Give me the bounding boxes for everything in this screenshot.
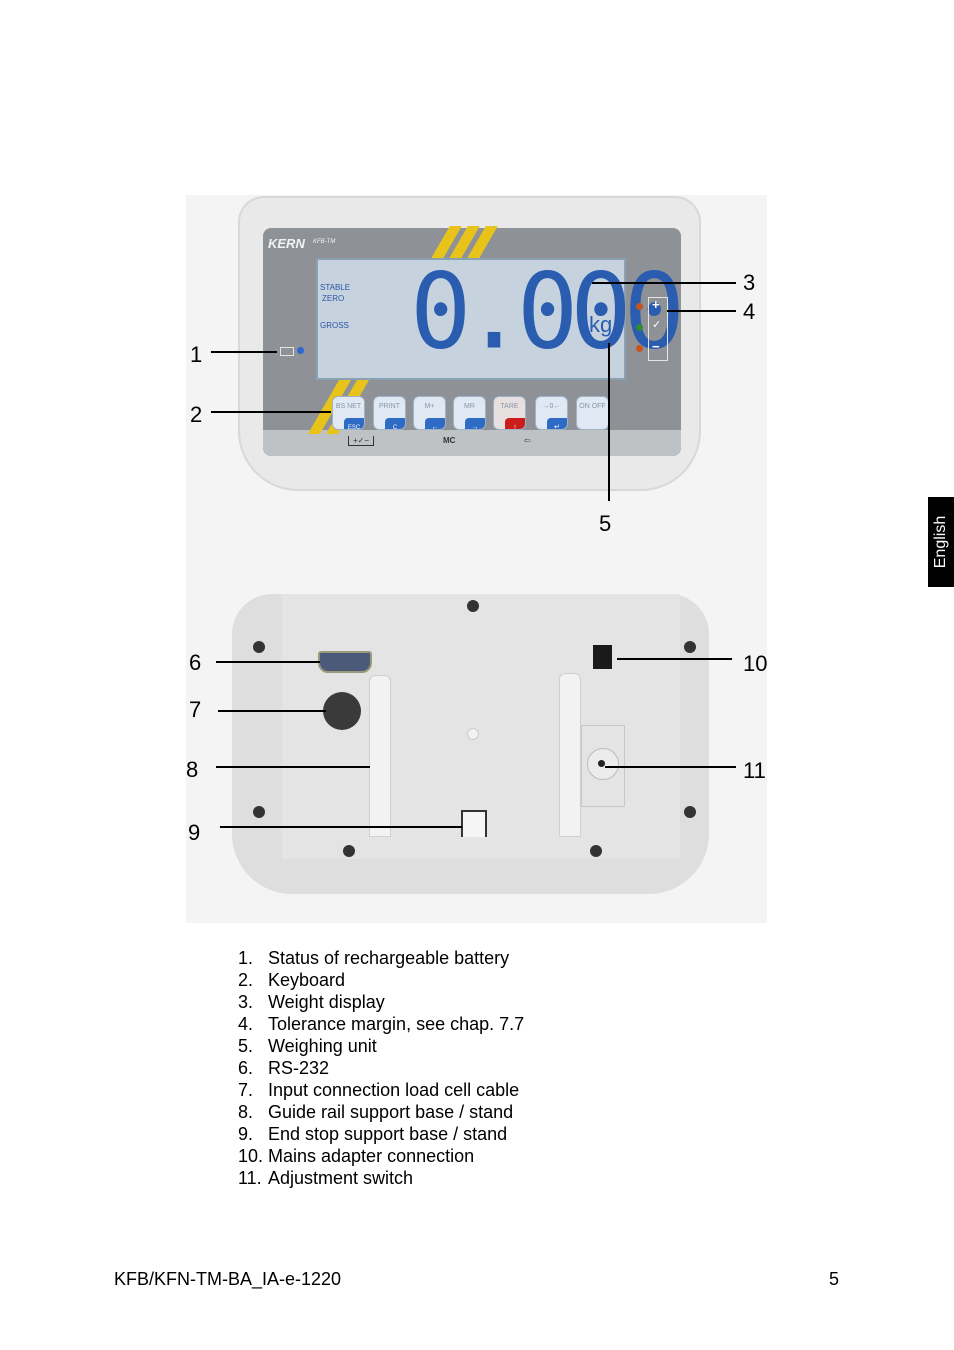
end-stop: [461, 810, 487, 837]
lcd-status-stable: STABLE: [320, 283, 351, 292]
battery-led: [297, 347, 304, 354]
language-tab: English: [928, 497, 954, 587]
callout-2: 2: [190, 402, 203, 427]
key-label: ON OFF: [579, 403, 606, 410]
callout-5: 5: [599, 511, 612, 536]
lcd-status-zero: ZERO: [322, 294, 345, 303]
leader-line-10: [617, 658, 732, 660]
key-label: M+: [424, 403, 435, 410]
center-hole: [467, 728, 479, 740]
tolerance-led-plus: [636, 303, 643, 310]
key-sub: ↑: [505, 418, 525, 431]
guide-rail-right: [559, 673, 581, 837]
legend-list: 1.Status of rechargeable battery 2.Keybo…: [238, 947, 524, 1189]
mains-adapter-socket: [593, 645, 612, 669]
leader-line-11: [605, 766, 736, 768]
mount-hole: [467, 600, 479, 612]
language-tab-label: English: [932, 515, 949, 569]
tolerance-indicator: [648, 297, 668, 361]
guide-rail-left: [369, 675, 391, 837]
rs232-connector: [318, 651, 372, 673]
key-mr: MR →: [453, 396, 486, 431]
leader-line-1: [211, 351, 277, 353]
leader-line-7: [218, 710, 326, 712]
leader-line-9: [220, 826, 462, 828]
leader-line-5: [608, 343, 610, 501]
leader-line-3: [592, 282, 736, 284]
callout-1: 1: [190, 342, 203, 367]
mount-hole: [343, 845, 355, 857]
tolerance-plus-symbol: +: [652, 297, 660, 312]
callout-7: 7: [189, 697, 202, 722]
list-item: 5.Weighing unit: [238, 1036, 377, 1056]
callout-3: 3: [743, 270, 756, 295]
tolerance-led-minus: [636, 345, 643, 352]
battery-icon: [280, 347, 294, 356]
tolerance-minus-symbol: −: [652, 339, 660, 354]
callout-11: 11: [743, 758, 766, 783]
mount-hole: [253, 806, 265, 818]
callout-9: 9: [188, 820, 201, 845]
key-sub: C: [385, 418, 405, 431]
mount-hole: [684, 641, 696, 653]
key-sub: ↵: [547, 418, 567, 431]
model-label: KFB-TM: [313, 239, 336, 245]
key-sub: ←: [425, 418, 445, 431]
weight-unit: kg: [589, 312, 613, 337]
key-label: TARE: [500, 403, 519, 410]
leader-line-6: [216, 661, 320, 663]
key-on-off: ON OFF: [576, 396, 609, 430]
footer-doc-id: KFB/KFN-TM-BA_IA-e-1220: [114, 1269, 342, 1289]
key-net-esc: BS NET ESC: [332, 396, 365, 431]
key-tare: TARE ↑: [493, 396, 526, 431]
mount-hole: [590, 845, 602, 857]
adjustment-switch-hole: [598, 760, 605, 767]
footer-page-number: 5: [829, 1269, 840, 1289]
key-print-c: PRINT C: [373, 396, 406, 431]
list-item: 6.RS-232: [238, 1058, 330, 1078]
list-item: 2.Keyboard: [238, 970, 346, 990]
tolerance-ok-symbol: ✓: [652, 319, 662, 331]
list-item: 3.Weight display: [238, 992, 385, 1012]
list-item: 9.End stop support base / stand: [238, 1124, 508, 1144]
lcd-status-gross: GROSS: [320, 321, 349, 330]
keyboard-strip: [263, 430, 681, 456]
key-label: PRINT: [379, 403, 400, 410]
key-zero: →0← ↵: [535, 396, 568, 431]
list-item: 10.Mains adapter connection: [238, 1146, 475, 1166]
list-item: 1.Status of rechargeable battery: [238, 948, 510, 968]
list-item: 11.Adjustment switch: [238, 1168, 414, 1188]
key-group-back: ⇦: [524, 436, 531, 445]
list-item: 4.Tolerance margin, see chap. 7.7: [238, 1014, 525, 1034]
callout-4: 4: [743, 299, 756, 324]
key-sub: →: [465, 418, 485, 431]
brand-logo: KERN: [268, 236, 305, 251]
callout-10: 10: [743, 651, 768, 676]
leader-line-8: [216, 766, 370, 768]
weight-display: [316, 258, 626, 380]
tolerance-led-ok: [636, 324, 643, 331]
key-group-mc: MC: [443, 436, 456, 445]
callout-6: 6: [189, 650, 202, 675]
leader-line-4: [667, 310, 736, 312]
key-sub: ESC: [344, 418, 364, 431]
key-label: BS NET: [335, 403, 362, 410]
leader-line-2: [211, 411, 331, 413]
mount-hole: [253, 641, 265, 653]
load-cell-input: [323, 692, 361, 730]
list-item: 8.Guide rail support base / stand: [238, 1102, 514, 1122]
key-label: MR: [464, 403, 475, 410]
mount-hole: [684, 806, 696, 818]
key-label: →0←: [542, 403, 561, 410]
callout-8: 8: [186, 757, 199, 782]
key-group-tolerance: +✓−: [348, 436, 375, 446]
key-mplus: M+ ←: [413, 396, 446, 431]
list-item: 7.Input connection load cell cable: [238, 1080, 520, 1100]
